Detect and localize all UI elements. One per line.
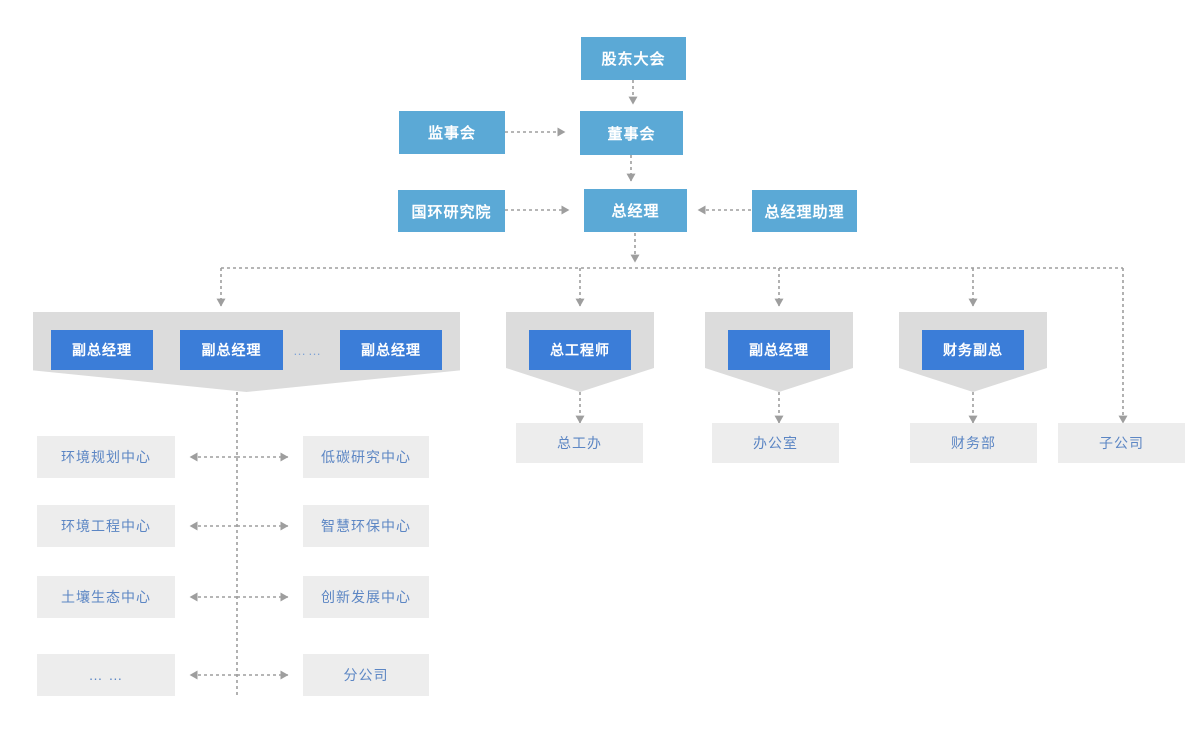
node-finance-vp[interactable]: 财务副总 xyxy=(922,330,1024,370)
node-gm-assistant[interactable]: 总经理助理 xyxy=(752,190,857,232)
node-research-institute[interactable]: 国环研究院 xyxy=(398,190,505,232)
node-finance-department[interactable]: 财务部 xyxy=(910,423,1037,463)
node-supervisory-board[interactable]: 监事会 xyxy=(399,111,505,154)
node-chief-engineer-office[interactable]: 总工办 xyxy=(516,423,643,463)
node-general-manager[interactable]: 总经理 xyxy=(584,189,687,232)
node-chief-engineer[interactable]: 总工程师 xyxy=(529,330,631,370)
node-left-column-ellipsis[interactable]: … … xyxy=(37,654,175,696)
node-soil-ecology-center[interactable]: 土壤生态中心 xyxy=(37,576,175,618)
node-branch-company[interactable]: 分公司 xyxy=(303,654,429,696)
node-environment-planning-center[interactable]: 环境规划中心 xyxy=(37,436,175,478)
node-deputy-gm-office[interactable]: 副总经理 xyxy=(728,330,830,370)
node-shareholders-meeting[interactable]: 股东大会 xyxy=(581,37,686,80)
node-smart-environmental-center[interactable]: 智慧环保中心 xyxy=(303,505,429,547)
node-administrative-office[interactable]: 办公室 xyxy=(712,423,839,463)
node-low-carbon-research-center[interactable]: 低碳研究中心 xyxy=(303,436,429,478)
node-deputy-gm-2[interactable]: 副总经理 xyxy=(180,330,283,370)
node-subsidiary-company[interactable]: 子公司 xyxy=(1058,423,1185,463)
node-board-of-directors[interactable]: 董事会 xyxy=(580,111,683,155)
node-environment-engineering-center[interactable]: 环境工程中心 xyxy=(37,505,175,547)
node-deputy-gm-3[interactable]: 副总经理 xyxy=(340,330,442,370)
deputy-gm-ellipsis: …… xyxy=(293,343,323,358)
node-innovation-development-center[interactable]: 创新发展中心 xyxy=(303,576,429,618)
node-deputy-gm-1[interactable]: 副总经理 xyxy=(51,330,153,370)
